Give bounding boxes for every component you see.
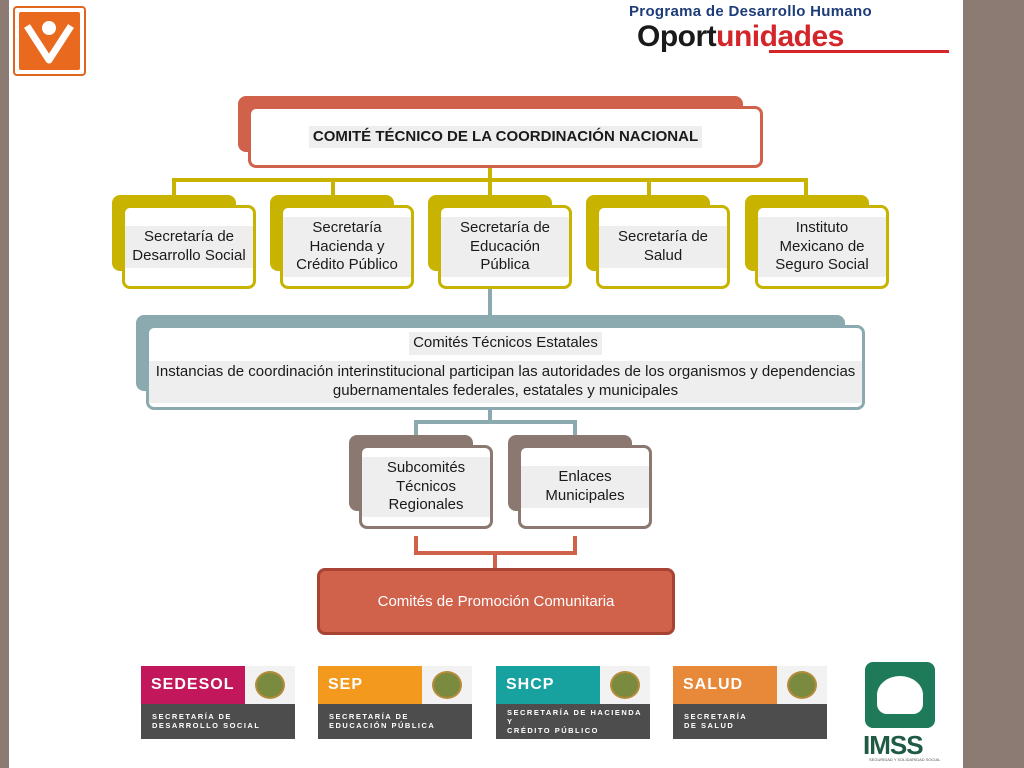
connector (647, 178, 651, 198)
oportunidades-logo-icon (13, 6, 86, 76)
shcp-label: Secretaría Hacienda y Crédito Público (283, 216, 411, 278)
promocion-comunitaria-box: Comités de Promoción Comunitaria (317, 568, 675, 635)
connector (172, 178, 176, 198)
comites-estatales-description: Instancias de coordinación interinstituc… (149, 361, 862, 403)
connector (414, 420, 576, 424)
connector (573, 420, 577, 438)
shcp-logo-name: SHCP (496, 666, 600, 704)
mexico-seal-icon (245, 666, 295, 704)
sedesol-logo-name: SEDESOL (141, 666, 245, 704)
connector (488, 408, 492, 422)
imss-label: Instituto Mexicano de Seguro Social (758, 216, 886, 278)
subcomites-box: Subcomités Técnicos Regionales (359, 445, 493, 529)
salud-logo-name: SALUD (673, 666, 777, 704)
slide: Programa de Desarrollo Humano Oportunida… (9, 0, 963, 768)
promocion-comunitaria-label: Comités de Promoción Comunitaria (377, 593, 615, 610)
mexico-seal-icon (600, 666, 650, 704)
connector (488, 178, 492, 198)
salud-label: Secretaría de Salud (599, 226, 727, 268)
enlaces-label: Enlaces Municipales (521, 466, 649, 508)
sep-logo-name: SEP (318, 666, 422, 704)
connector (493, 551, 497, 569)
coordinacion-nacional-box: COMITÉ TÉCNICO DE LA COORDINACIÓN NACION… (248, 106, 763, 168)
comites-estatales-box: Comités Técnicos Estatales Instancias de… (146, 325, 865, 410)
sep-box: Secretaría de Educación Pública (438, 205, 572, 289)
connector (414, 536, 418, 554)
subcomites-label: Subcomités Técnicos Regionales (362, 456, 490, 518)
sedesol-box: Secretaría de Desarrollo Social (122, 205, 256, 289)
coordinacion-nacional-label: COMITÉ TÉCNICO DE LA COORDINACIÓN NACION… (308, 125, 703, 149)
shcp-box: Secretaría Hacienda y Crédito Público (280, 205, 414, 289)
program-underline (769, 50, 949, 53)
imss-logo: IMSS SEGURIDAD Y SOLIDARIDAD SOCIAL (855, 662, 945, 762)
sep-label: Secretaría de Educación Pública (441, 216, 569, 278)
program-name: Oportunidades (637, 20, 844, 53)
imss-emblem-icon (865, 662, 935, 728)
connector (414, 420, 418, 438)
connector (331, 178, 335, 198)
salud-box: Secretaría de Salud (596, 205, 730, 289)
connector (488, 288, 492, 320)
connector (488, 168, 492, 180)
mexico-seal-icon (777, 666, 827, 704)
imss-box: Instituto Mexicano de Seguro Social (755, 205, 889, 289)
connector (804, 178, 808, 198)
mexico-seal-icon (422, 666, 472, 704)
sedesol-label: Secretaría de Desarrollo Social (125, 226, 253, 268)
imss-logo-tagline: SEGURIDAD Y SOLIDARIDAD SOCIAL (869, 757, 941, 762)
enlaces-box: Enlaces Municipales (518, 445, 652, 529)
comites-estatales-title: Comités Técnicos Estatales (409, 332, 602, 356)
imss-logo-name: IMSS (863, 730, 924, 760)
connector (573, 536, 577, 554)
program-title: Programa de Desarrollo Humano (629, 3, 872, 20)
